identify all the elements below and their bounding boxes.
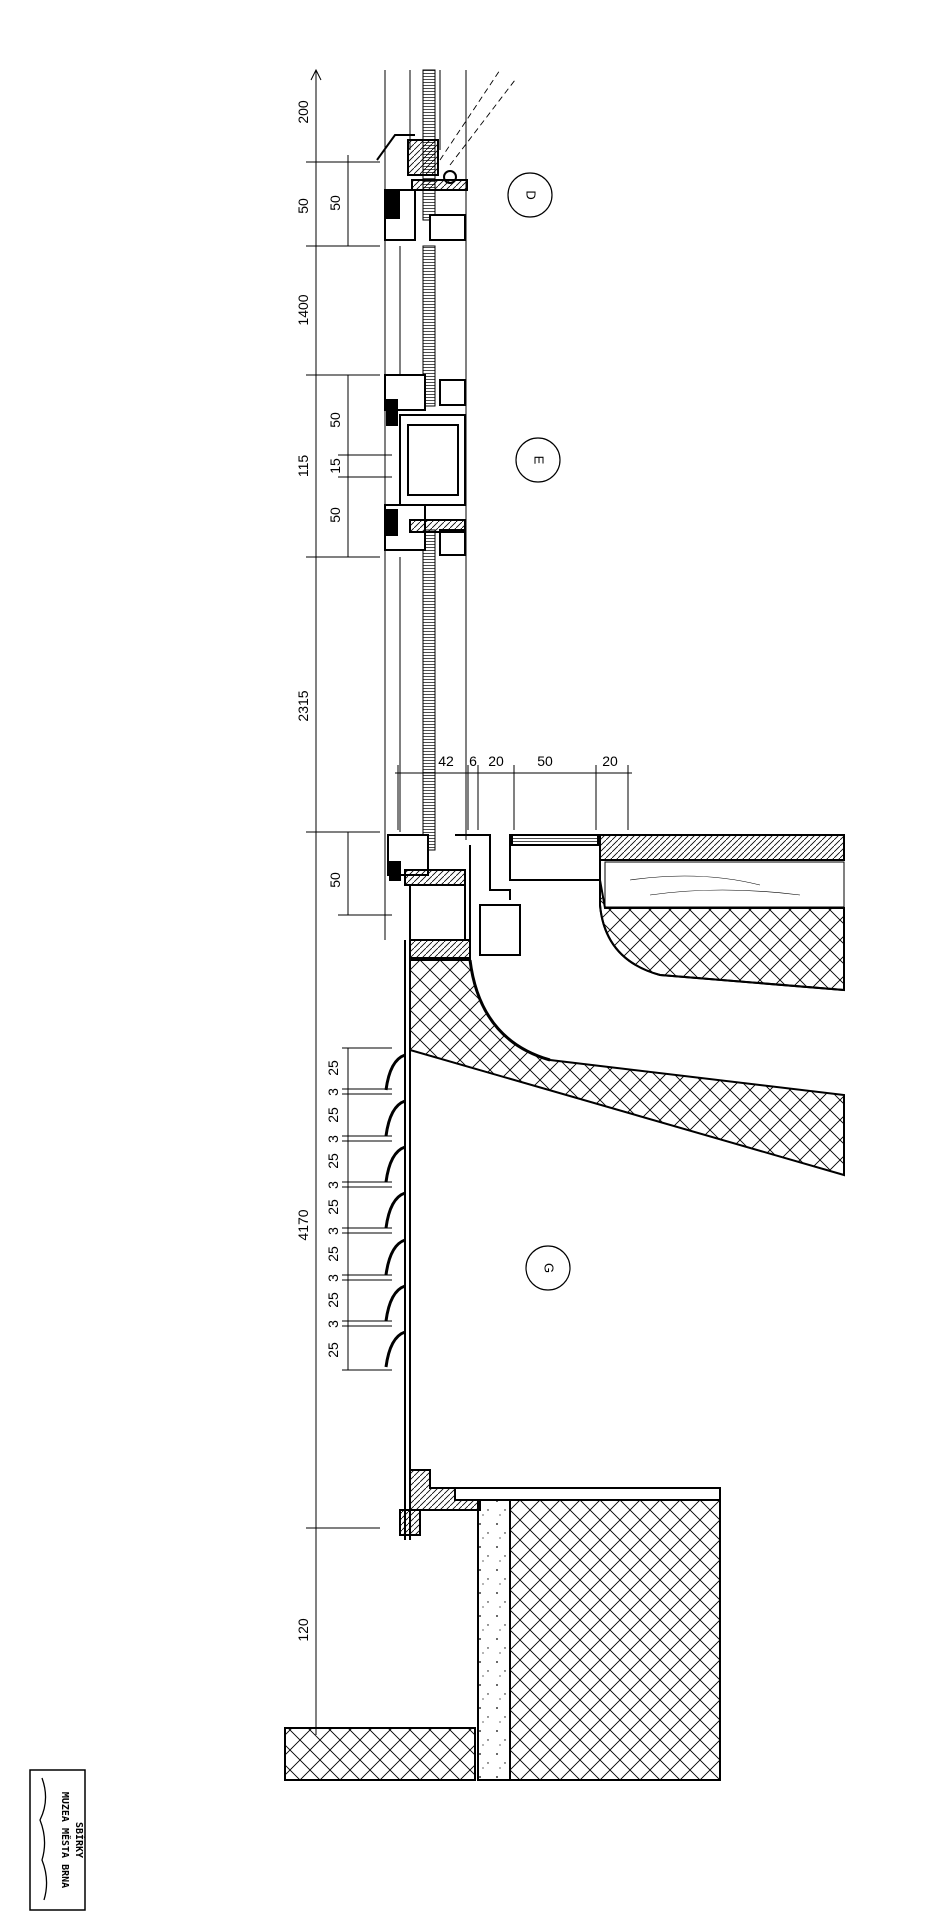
louver-dim-9: 25 bbox=[325, 1246, 341, 1262]
top-dim-20a: 20 bbox=[488, 753, 504, 769]
inner-dimension-labels: 50 50 15 50 50 bbox=[327, 195, 343, 888]
stamp-line-1: SBÍRKY bbox=[73, 1822, 86, 1858]
dim-2315: 2315 bbox=[295, 690, 311, 721]
louver-dim-1: 25 bbox=[325, 1060, 341, 1076]
inner-dim-4: 50 bbox=[327, 507, 343, 523]
main-dimension-line bbox=[306, 68, 380, 1735]
base-detail bbox=[399, 1469, 721, 1536]
dim-120: 120 bbox=[295, 1618, 311, 1642]
lower-facade bbox=[404, 940, 411, 1540]
inner-dim-5: 50 bbox=[327, 872, 343, 888]
top-dim-42: 42 bbox=[438, 753, 454, 769]
inner-dim-3: 15 bbox=[327, 458, 343, 474]
floor-slab bbox=[509, 834, 845, 992]
top-dim-6: 6 bbox=[469, 753, 477, 769]
louver-dim-6: 3 bbox=[325, 1181, 341, 1189]
louver-dim-4: 3 bbox=[325, 1135, 341, 1143]
detail-marker-g: G bbox=[525, 1245, 571, 1291]
detail-marker-g-label: G bbox=[542, 1263, 557, 1273]
louver-dim-2: 3 bbox=[325, 1088, 341, 1096]
top-dim-20b: 20 bbox=[602, 753, 618, 769]
louver-dim-5: 25 bbox=[325, 1153, 341, 1169]
louver-dim-11: 25 bbox=[325, 1292, 341, 1308]
inner-dim-1: 50 bbox=[327, 195, 343, 211]
dim-200: 200 bbox=[295, 100, 311, 124]
louver-dim-3: 25 bbox=[325, 1107, 341, 1123]
inner-dimension-line bbox=[338, 155, 392, 916]
louver-dim-8: 3 bbox=[325, 1227, 341, 1235]
louver-blades bbox=[384, 1053, 406, 1368]
louver-dim-12: 3 bbox=[325, 1320, 341, 1328]
louver-dimension-line bbox=[342, 1047, 392, 1371]
detail-marker-d-label: D bbox=[524, 190, 539, 199]
detail-marker-e: E bbox=[515, 437, 561, 483]
top-dimension-labels: 42 6 20 50 20 bbox=[438, 753, 618, 769]
left-dimension-labels: 200 50 1400 115 2315 4170 120 bbox=[295, 100, 311, 1642]
detail-marker-e-label: E bbox=[532, 456, 547, 465]
dim-50: 50 bbox=[295, 198, 311, 214]
ceiling-soffit bbox=[409, 959, 845, 1177]
museum-stamp: SBÍRKY MUZEA MĚSTA BRNA bbox=[29, 1769, 86, 1911]
stamp-signature bbox=[39, 1777, 48, 1901]
dim-4170: 4170 bbox=[295, 1209, 311, 1240]
dim-115: 115 bbox=[295, 455, 311, 478]
stamp-line-2: MUZEA MĚSTA BRNA bbox=[59, 1792, 72, 1888]
window-frame-d bbox=[376, 134, 468, 241]
louver-dimension-labels: 25 3 25 3 25 3 25 3 25 3 25 3 25 3 25 bbox=[325, 1060, 341, 1358]
foundation bbox=[284, 1499, 721, 1781]
open-sash-indication bbox=[439, 69, 516, 166]
inner-dim-2: 50 bbox=[327, 412, 343, 428]
detail-marker-d: D bbox=[507, 172, 553, 218]
window-frame-slab bbox=[387, 834, 521, 960]
louver-dim-7: 25 bbox=[325, 1199, 341, 1215]
louver-dim-15: 25 bbox=[325, 1342, 341, 1358]
window-frame-e bbox=[384, 374, 466, 556]
top-dim-50: 50 bbox=[537, 753, 553, 769]
dim-1400: 1400 bbox=[295, 294, 311, 325]
louver-dim-10: 3 bbox=[325, 1274, 341, 1282]
